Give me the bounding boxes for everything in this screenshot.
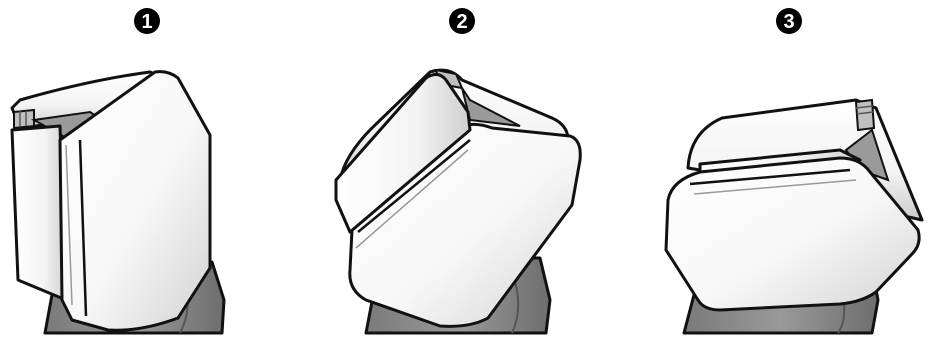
step-3-group: 3 — [664, 8, 924, 335]
step-3-device-illustration — [664, 98, 924, 335]
step-3-number: 3 — [783, 11, 794, 33]
step-1-badge: 1 — [134, 8, 160, 34]
step-2-number: 2 — [456, 11, 467, 33]
step-1-device-illustration — [10, 70, 226, 335]
step-2-group: 2 — [334, 8, 582, 335]
step-1-left-panel — [10, 124, 68, 302]
step-3-badge: 3 — [776, 8, 802, 34]
step-2-badge: 2 — [449, 8, 475, 34]
step-2-front-panel — [348, 122, 582, 328]
step-1-front-panel — [58, 70, 212, 332]
step-1-number: 1 — [141, 11, 152, 33]
step-3-front-panel — [664, 156, 921, 312]
step-1-group: 1 — [10, 8, 226, 335]
step-2-back-panel — [334, 73, 472, 234]
step-2-device-illustration — [334, 68, 582, 335]
